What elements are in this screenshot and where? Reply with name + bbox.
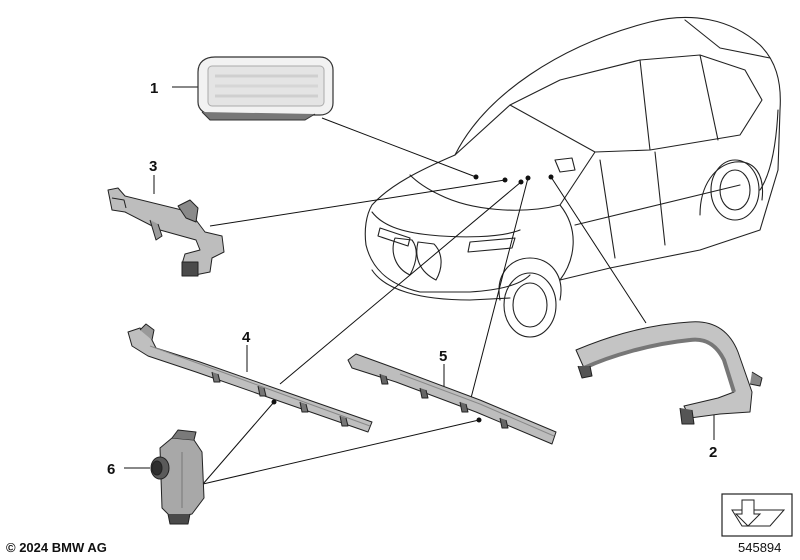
callout-6: 6 bbox=[107, 461, 115, 478]
callout-2: 2 bbox=[709, 444, 717, 461]
callout-1: 1 bbox=[150, 80, 158, 97]
diagram-number: 545894 bbox=[738, 540, 782, 555]
part-1-lamp[interactable] bbox=[197, 56, 334, 121]
leader-6-a bbox=[202, 401, 275, 485]
part-6-sensor[interactable] bbox=[150, 429, 205, 525]
orientation-arrow-icon bbox=[721, 493, 793, 537]
leader-lines bbox=[124, 86, 715, 485]
part-2-trim[interactable] bbox=[575, 321, 763, 425]
callout-4: 4 bbox=[242, 329, 251, 346]
leader-dots bbox=[271, 174, 554, 423]
part-5-light-strip[interactable] bbox=[347, 353, 557, 445]
leader-3-target bbox=[209, 179, 506, 227]
leader-2-target bbox=[550, 176, 647, 324]
part-4-light-strip[interactable] bbox=[127, 323, 373, 433]
leader-6-b bbox=[202, 419, 480, 485]
leader-1-target bbox=[321, 117, 477, 178]
part-3-bracket[interactable] bbox=[107, 187, 225, 277]
copyright-text: © 2024 BMW AG bbox=[6, 540, 107, 555]
callout-3: 3 bbox=[149, 158, 157, 175]
leader-4-target bbox=[279, 181, 522, 385]
leader-5-target bbox=[470, 177, 529, 399]
vehicle-outline bbox=[364, 16, 781, 338]
callout-5: 5 bbox=[439, 348, 447, 365]
